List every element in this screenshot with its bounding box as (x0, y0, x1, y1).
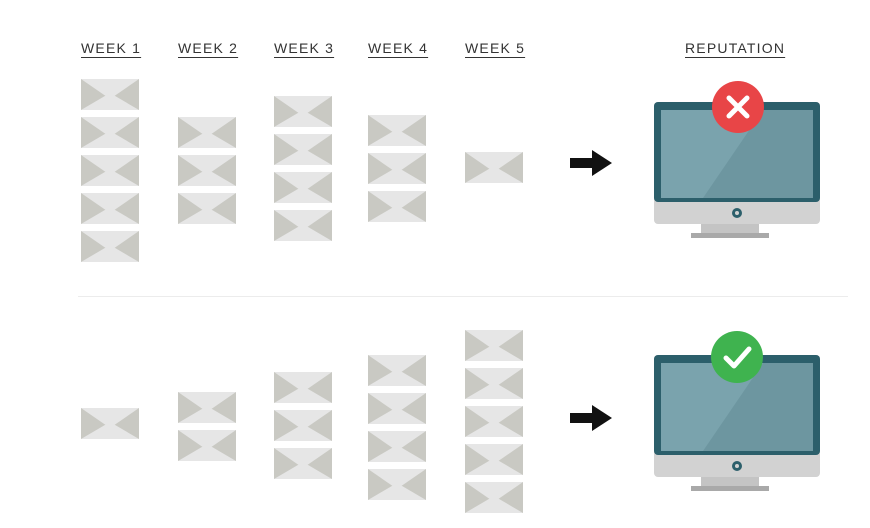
envelope-icon (274, 172, 332, 203)
envelope-icon (368, 115, 426, 146)
envelope-icon (274, 210, 332, 241)
arrow-right-icon (570, 405, 612, 436)
check-icon (710, 330, 764, 389)
row-divider (78, 296, 848, 297)
header-week-2: WEEK 2 (178, 40, 239, 56)
envelope-icon (274, 448, 332, 479)
envelope-icon (81, 193, 139, 224)
envelope-icon (274, 134, 332, 165)
envelope-icon (81, 79, 139, 110)
header-week-1: WEEK 1 (81, 40, 142, 56)
envelope-icon (465, 406, 523, 437)
envelope-icon (81, 117, 139, 148)
envelope-icon (81, 155, 139, 186)
envelope-icon (178, 392, 236, 423)
envelope-icon (368, 355, 426, 386)
envelope-icon (368, 431, 426, 462)
envelope-icon (274, 96, 332, 127)
envelope-icon (465, 444, 523, 475)
envelope-icon (81, 231, 139, 262)
header-reputation: REPUTATION (685, 40, 786, 56)
x-icon (711, 80, 765, 139)
envelope-icon (368, 191, 426, 222)
envelope-icon (465, 482, 523, 513)
arrow-right-icon (570, 150, 612, 181)
envelope-icon (274, 410, 332, 441)
envelope-icon (178, 117, 236, 148)
envelope-icon (178, 430, 236, 461)
envelope-icon (81, 408, 139, 439)
header-week-5: WEEK 5 (465, 40, 526, 56)
envelope-icon (465, 368, 523, 399)
envelope-icon (178, 193, 236, 224)
envelope-icon (368, 153, 426, 184)
envelope-icon (178, 155, 236, 186)
envelope-icon (465, 330, 523, 361)
envelope-icon (368, 393, 426, 424)
envelope-icon (274, 372, 332, 403)
envelope-icon (465, 152, 523, 183)
header-week-4: WEEK 4 (368, 40, 429, 56)
header-week-3: WEEK 3 (274, 40, 335, 56)
envelope-icon (368, 469, 426, 500)
